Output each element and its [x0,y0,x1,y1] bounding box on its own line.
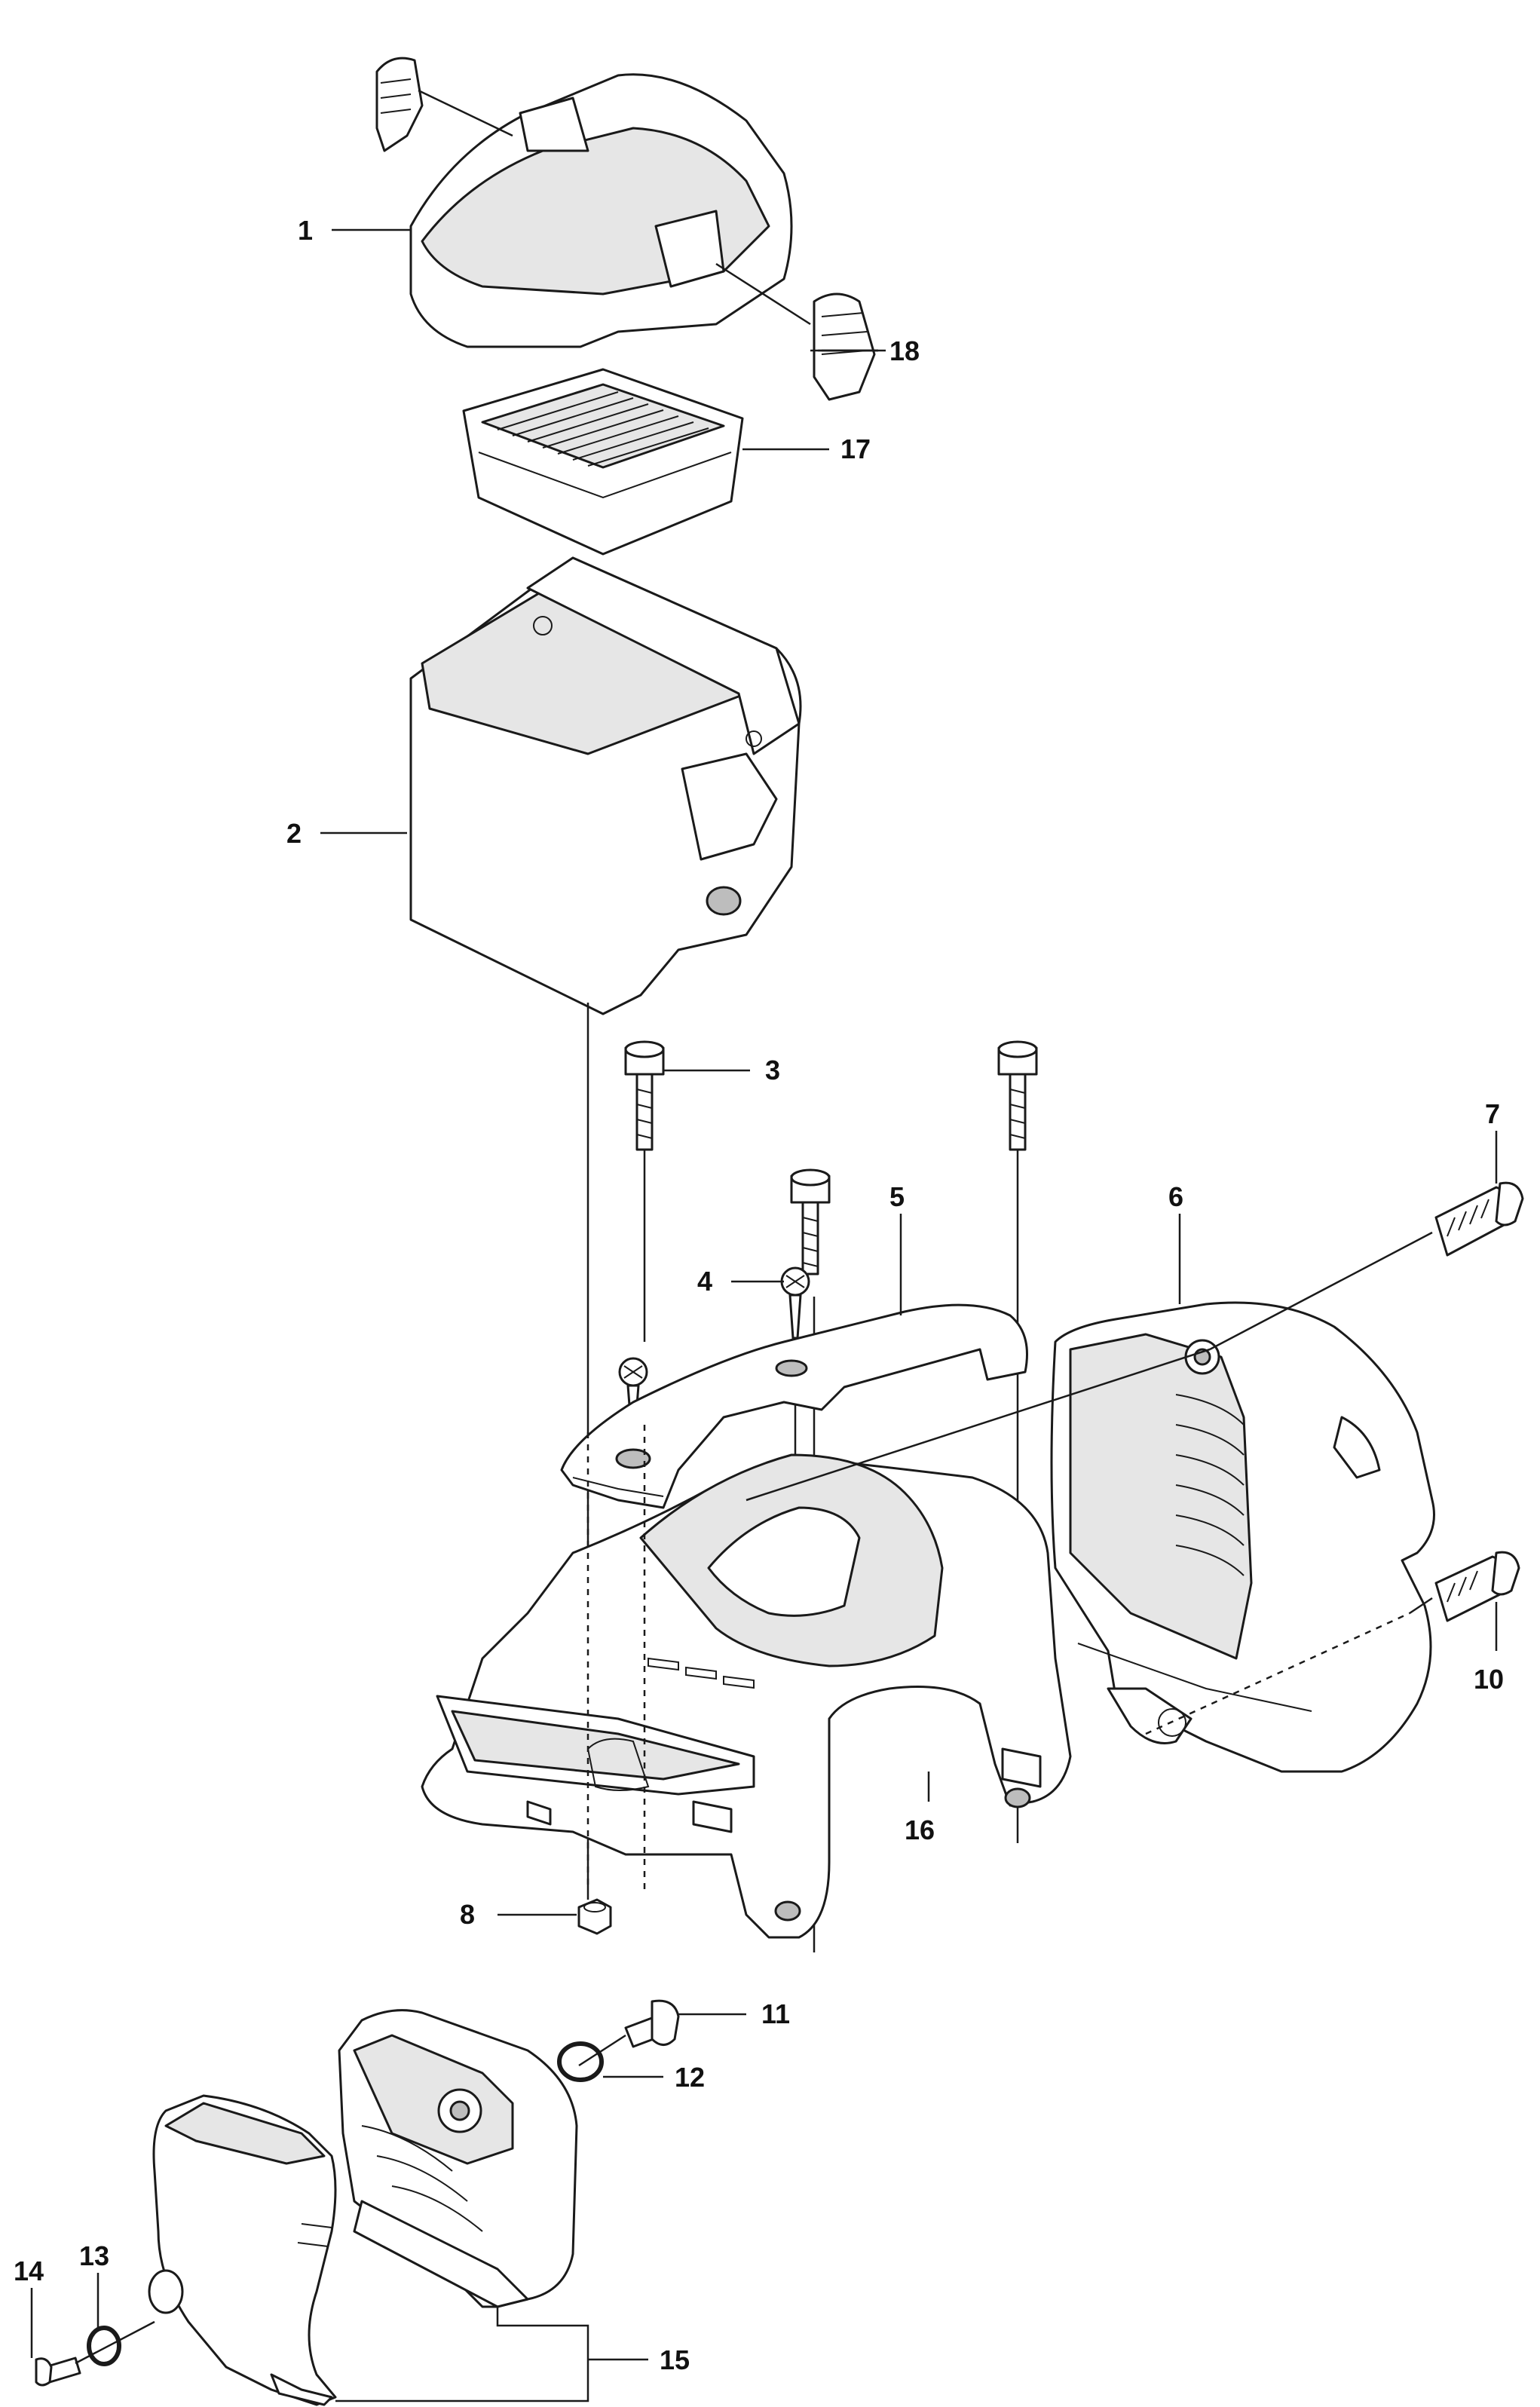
part-cover-screw [1434,1181,1524,1257]
leader-lines [30,228,1498,2402]
callout-13: 13 [79,2240,109,2271]
part-small-screw [35,2356,81,2387]
part-air-filter-element [462,368,744,556]
part-upper-clip [375,57,513,152]
part-o-ring-small [87,2326,121,2366]
callout-5: 5 [889,1181,905,1212]
part-top-handle [560,1303,1028,1509]
part-cylinder-cover [1050,1301,1435,1773]
callout-3: 3 [765,1055,780,1086]
part-cover-screw-lower [1434,1551,1520,1622]
callout-8: 8 [460,1899,475,1930]
callout-16: 16 [905,1814,935,1845]
part-bolt [624,1999,680,2048]
part-screw-middle [790,1168,831,1275]
callout-18: 18 [889,335,920,366]
callout-10: 10 [1474,1664,1504,1695]
part-air-filter-housing [409,556,802,1015]
part-starter-cover-inner [338,2009,578,2308]
callout-15: 15 [660,2344,690,2375]
callout-12: 12 [675,2062,705,2093]
callout-6: 6 [1168,1181,1183,1212]
callout-2: 2 [286,818,302,849]
part-air-filter-cover [409,73,793,348]
part-starter-cover-outer [148,2094,337,2406]
callout-11: 11 [761,1998,790,2029]
callout-4: 4 [697,1266,712,1297]
callout-7: 7 [1485,1098,1500,1129]
part-engine-shroud [421,1453,1072,1939]
callout-14: 14 [14,2255,44,2286]
callout-1: 1 [298,215,313,246]
callout-labels: 1 2 3 4 5 6 7 8 10 11 12 13 14 15 16 17 … [14,215,1504,2375]
part-screw-right [997,1040,1038,1151]
part-housing-screw [624,1040,665,1342]
callout-17: 17 [840,433,871,464]
part-o-ring [557,2041,604,2082]
part-nut [577,1898,612,1935]
